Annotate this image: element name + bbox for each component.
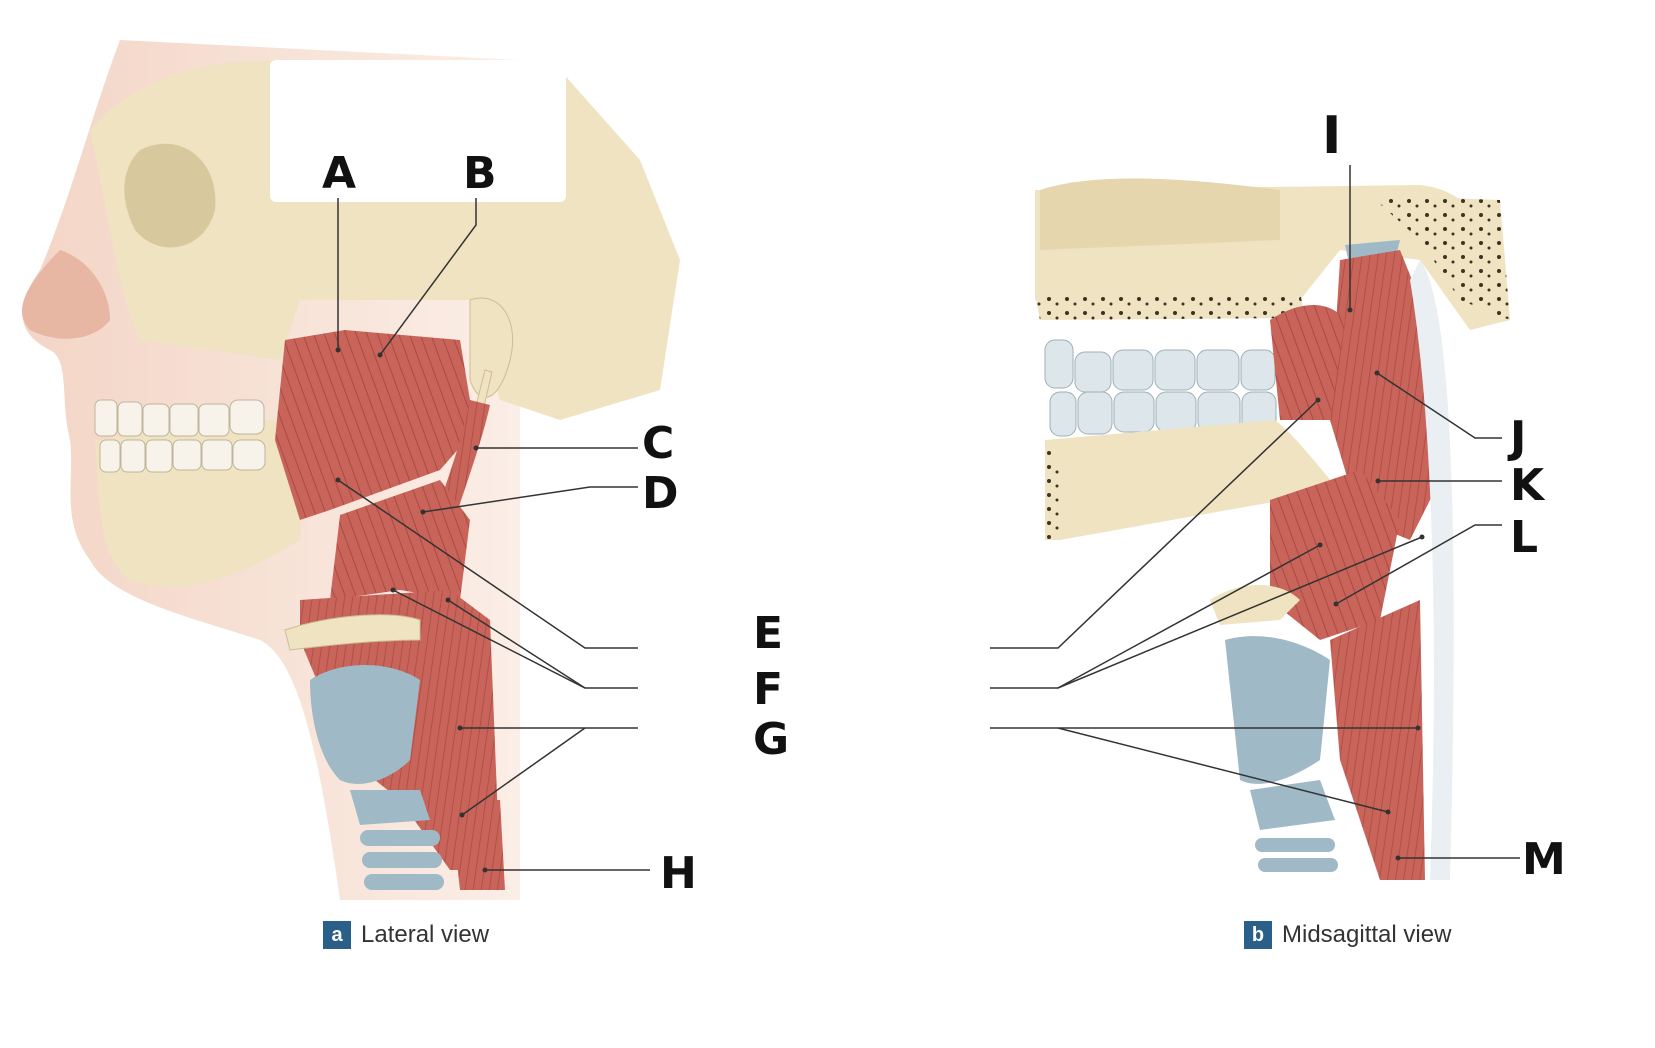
label-l: L	[1510, 512, 1539, 563]
leader-lines-right	[990, 165, 1520, 859]
label-i: I	[1322, 106, 1342, 166]
sagittal-upper-teeth	[1044, 339, 1276, 393]
occipital-bone	[1370, 195, 1510, 320]
nasal-region	[1040, 178, 1280, 250]
lateral-view-illustration	[21, 40, 680, 900]
sagittal-trachea	[1255, 838, 1338, 872]
levator-veli-palatini	[1270, 305, 1345, 420]
palatopharyngeus-muscle	[1270, 470, 1400, 640]
sagittal-inferior-constrictor	[1330, 600, 1425, 880]
label-k: K	[1510, 460, 1545, 511]
label-f: F	[753, 664, 784, 715]
midsagittal-view-illustration	[1035, 178, 1510, 880]
caption-text-b: Midsagittal view	[1282, 921, 1452, 948]
sagittal-lower-teeth	[1049, 391, 1277, 437]
caption-badge-a: a	[323, 921, 351, 949]
label-e: E	[753, 608, 784, 659]
label-a: A	[322, 148, 357, 199]
caption-text-a: Lateral view	[361, 921, 490, 948]
hard-palate	[1035, 292, 1305, 320]
hyoid-bone	[284, 614, 421, 651]
cricoid-cartilage	[350, 790, 430, 825]
caption-badge-b: b	[1244, 921, 1272, 949]
superior-constrictor-muscle	[275, 330, 475, 520]
label-b: B	[463, 148, 497, 199]
trachea-rings	[360, 830, 444, 890]
label-j: J	[1510, 412, 1527, 463]
salpingopharyngeus-muscle	[1330, 250, 1440, 540]
sagittal-thyroid-cartilage	[1225, 636, 1330, 784]
label-c: C	[642, 418, 675, 469]
caption-midsagittal-view: b Midsagittal view	[1244, 921, 1451, 949]
label-g: G	[753, 714, 790, 765]
esophagus-muscle	[450, 800, 505, 890]
mandible-cut	[1045, 440, 1065, 540]
nose	[21, 250, 110, 339]
prevertebral-fascia	[1410, 260, 1454, 880]
label-d: D	[642, 468, 679, 519]
label-h: H	[660, 848, 697, 899]
label-m: M	[1522, 834, 1566, 885]
leader-dots-right	[1315, 307, 1425, 861]
leader-lines-left	[337, 198, 650, 871]
lower-teeth	[99, 439, 266, 473]
upper-teeth	[94, 399, 265, 437]
label-box	[270, 60, 566, 202]
orbit	[124, 143, 216, 248]
leader-dots-left	[335, 347, 488, 873]
caption-lateral-view: a Lateral view	[323, 921, 489, 949]
thyroid-cartilage	[310, 665, 420, 784]
